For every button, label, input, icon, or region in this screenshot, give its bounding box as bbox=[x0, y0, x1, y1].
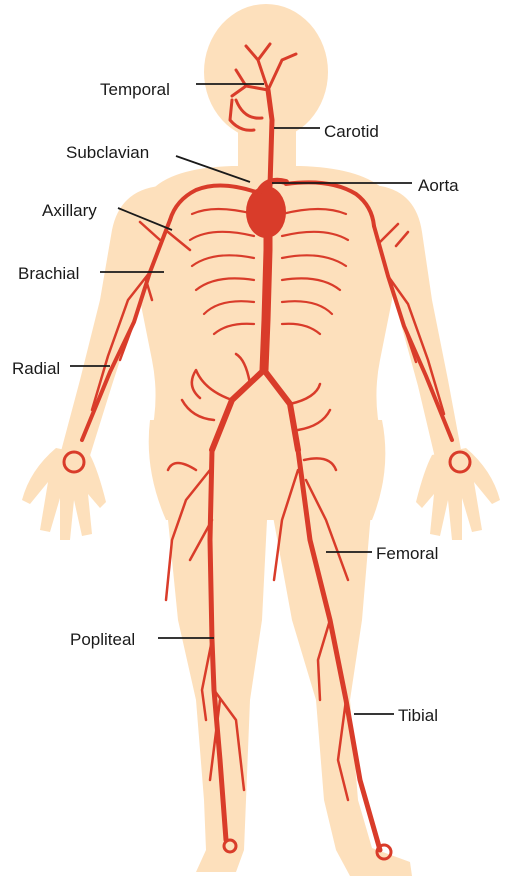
label-radial: Radial bbox=[12, 359, 60, 378]
label-brachial: Brachial bbox=[18, 264, 79, 283]
label-carotid: Carotid bbox=[324, 122, 379, 141]
body-silhouette bbox=[22, 4, 500, 876]
left-leg bbox=[166, 500, 268, 872]
label-temporal: Temporal bbox=[100, 80, 170, 99]
label-subclavian: Subclavian bbox=[66, 143, 149, 162]
label-tibial: Tibial bbox=[398, 706, 438, 725]
right-hand bbox=[416, 448, 500, 540]
descending-aorta bbox=[264, 190, 268, 370]
right-arm bbox=[378, 186, 462, 462]
head bbox=[204, 4, 328, 140]
label-popliteal: Popliteal bbox=[70, 630, 135, 649]
label-femoral: Femoral bbox=[376, 544, 438, 563]
label-axillary: Axillary bbox=[42, 201, 97, 220]
label-aorta: Aorta bbox=[418, 176, 459, 195]
